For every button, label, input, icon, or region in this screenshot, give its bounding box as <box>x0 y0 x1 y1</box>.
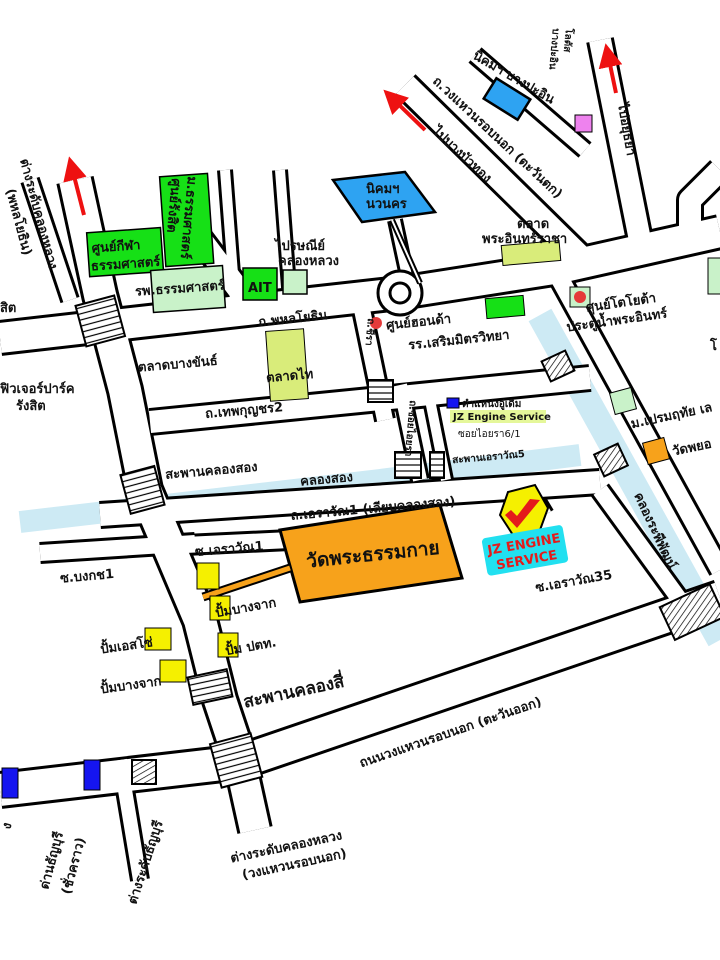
direction-arrows <box>63 43 623 216</box>
toll-booth <box>1 767 19 799</box>
label: วัดพยอ <box>671 437 713 460</box>
label: ปั้มบางจาก <box>99 670 163 697</box>
interchange-phahon-bridge <box>74 294 127 348</box>
label: ตลาดบางขันธ์ <box>137 353 218 376</box>
label: ซ.บงกช1 <box>60 567 115 587</box>
road <box>547 265 720 575</box>
road <box>184 532 291 553</box>
label: นวนคร <box>366 197 407 212</box>
label: ศูนย์รังสิต <box>163 178 184 234</box>
label: AIT <box>248 281 272 296</box>
bridge <box>658 582 720 642</box>
label: ตำแหน่งอู่เดิม <box>462 398 521 411</box>
label: โ <box>709 337 718 354</box>
bridge <box>540 349 576 383</box>
roundabout <box>376 269 424 317</box>
road <box>470 49 590 156</box>
bridge <box>592 442 630 478</box>
label: ตลาด <box>517 217 549 232</box>
label: พระอินทร์ราชา <box>482 231 567 247</box>
label: ฟิวเจอร์ปาร์ค <box>0 381 75 397</box>
road <box>589 37 651 243</box>
label: โลตัส <box>561 27 576 54</box>
label: รพ.ธรรมศาสตร์ <box>135 277 226 299</box>
label: ซอยไอยรา6/1 <box>458 428 521 440</box>
road <box>99 471 601 526</box>
wat-dhammakaya-area <box>278 503 464 604</box>
label: ไปรษณีย์ <box>273 237 325 254</box>
label: ถ.ชีรา <box>363 318 377 347</box>
road <box>23 177 77 303</box>
bridge <box>367 379 394 403</box>
label: ถ.เทพกุญชร2 <box>205 400 284 422</box>
label: สะพานคลองสอง <box>165 460 259 483</box>
label: นิคมฯ <box>366 182 399 197</box>
bridges <box>74 294 720 789</box>
arrow-up-icon <box>63 156 87 216</box>
label: คลองหลวง <box>278 254 339 269</box>
road <box>220 169 240 301</box>
label: สะพานคลองสี่ <box>241 669 347 713</box>
label: ซ.เอราวัณ1 <box>194 539 264 560</box>
landmarks <box>85 76 720 683</box>
arrow-up-icon <box>598 43 623 94</box>
bridge <box>429 451 445 479</box>
road <box>39 535 196 561</box>
road <box>113 758 147 882</box>
label: ศูนย์กีฬา <box>91 237 141 256</box>
label: ธรรมศาสตร์ <box>90 254 160 275</box>
label: บางปะอิน <box>546 28 562 70</box>
label: รร.เสริมมิตรวิทยา <box>408 328 511 354</box>
bridge <box>394 451 422 479</box>
ring-interchange-bridge <box>208 732 264 789</box>
road <box>679 162 720 240</box>
label: สิต <box>0 301 16 316</box>
label: ศูนย์ฮอนด้า <box>385 311 451 334</box>
arrow-up-left-icon <box>383 89 427 132</box>
label: ตลาดไท <box>265 365 314 386</box>
khlong-si-bridge <box>186 667 234 707</box>
toll-booth <box>83 759 101 791</box>
label: รังสิต <box>16 399 46 414</box>
label: JZ Engine Service <box>452 412 551 423</box>
label: ม.ธรรมศาสตร์ <box>177 176 200 260</box>
label: คลองสอง <box>300 470 354 490</box>
road <box>593 485 687 605</box>
road <box>396 76 594 271</box>
label: ง <box>0 821 16 831</box>
bridge <box>131 759 157 785</box>
label: ปั้มเอสโซ่ <box>99 631 154 657</box>
khlong-song-bridge <box>119 464 166 515</box>
label: ซ.เอราวัณ35 <box>534 568 613 596</box>
checkmark-icon <box>505 499 540 528</box>
